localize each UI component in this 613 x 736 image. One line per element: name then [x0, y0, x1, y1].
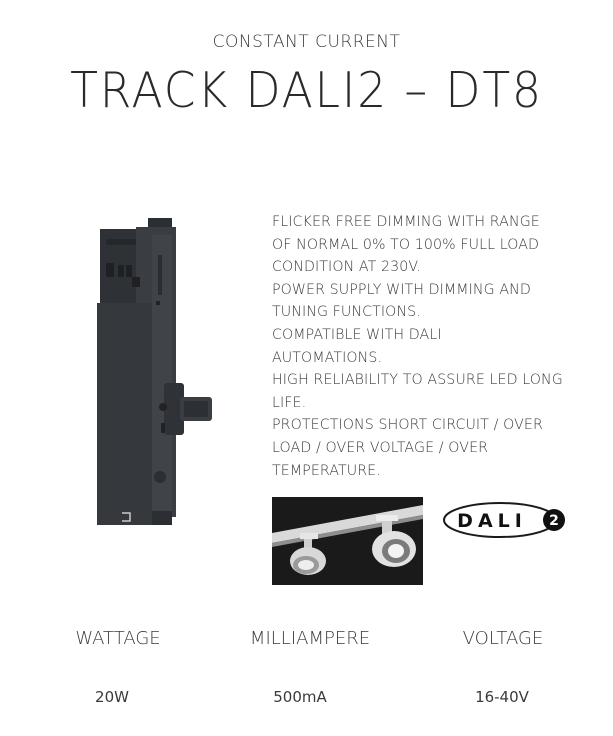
feature-line: LOAD / OVER VOLTAGE / OVER	[272, 439, 489, 456]
logo-text: DALI	[457, 510, 527, 532]
voltage-value: 16-40V	[475, 688, 529, 706]
subtitle: CONSTANT CURRENT	[212, 32, 401, 52]
milliampere-value: 500mA	[273, 688, 327, 706]
feature-line: POWER SUPPLY WITH DIMMING AND	[272, 281, 531, 298]
logo-version: 2	[549, 513, 559, 529]
feature-line: CONDITION AT 230V.	[272, 259, 421, 276]
feature-line: COMPATIBLE WITH DALI	[272, 326, 442, 343]
spotlight-photo	[272, 497, 423, 585]
feature-line: PROTECTIONS SHORT CIRCUIT / OVER	[272, 417, 543, 434]
voltage-label: VOLTAGE	[462, 628, 544, 649]
page-title: TRACK DALI2 – DT8	[70, 62, 543, 119]
wattage-label: WATTAGE	[75, 628, 161, 649]
dali2-logo: DALI 2	[443, 502, 565, 538]
product-image	[97, 218, 212, 525]
feature-list: FLICKER FREE DIMMING WITH RANGE OF NORMA…	[272, 211, 592, 482]
feature-line: OF NORMAL 0% TO 100% FULL LOAD	[272, 236, 540, 253]
feature-line: TEMPERATURE.	[272, 462, 381, 479]
feature-line: TUNING FUNCTIONS.	[272, 304, 421, 321]
feature-line: AUTOMATIONS.	[272, 349, 383, 366]
feature-line: HIGH RELIABILITY TO ASSURE LED LONG	[272, 372, 563, 389]
feature-line: LIFE.	[272, 394, 307, 411]
wattage-value: 20W	[95, 688, 129, 706]
milliampere-label: MILLIAMPERE	[249, 628, 371, 649]
feature-line: FLICKER FREE DIMMING WITH RANGE	[272, 214, 540, 230]
